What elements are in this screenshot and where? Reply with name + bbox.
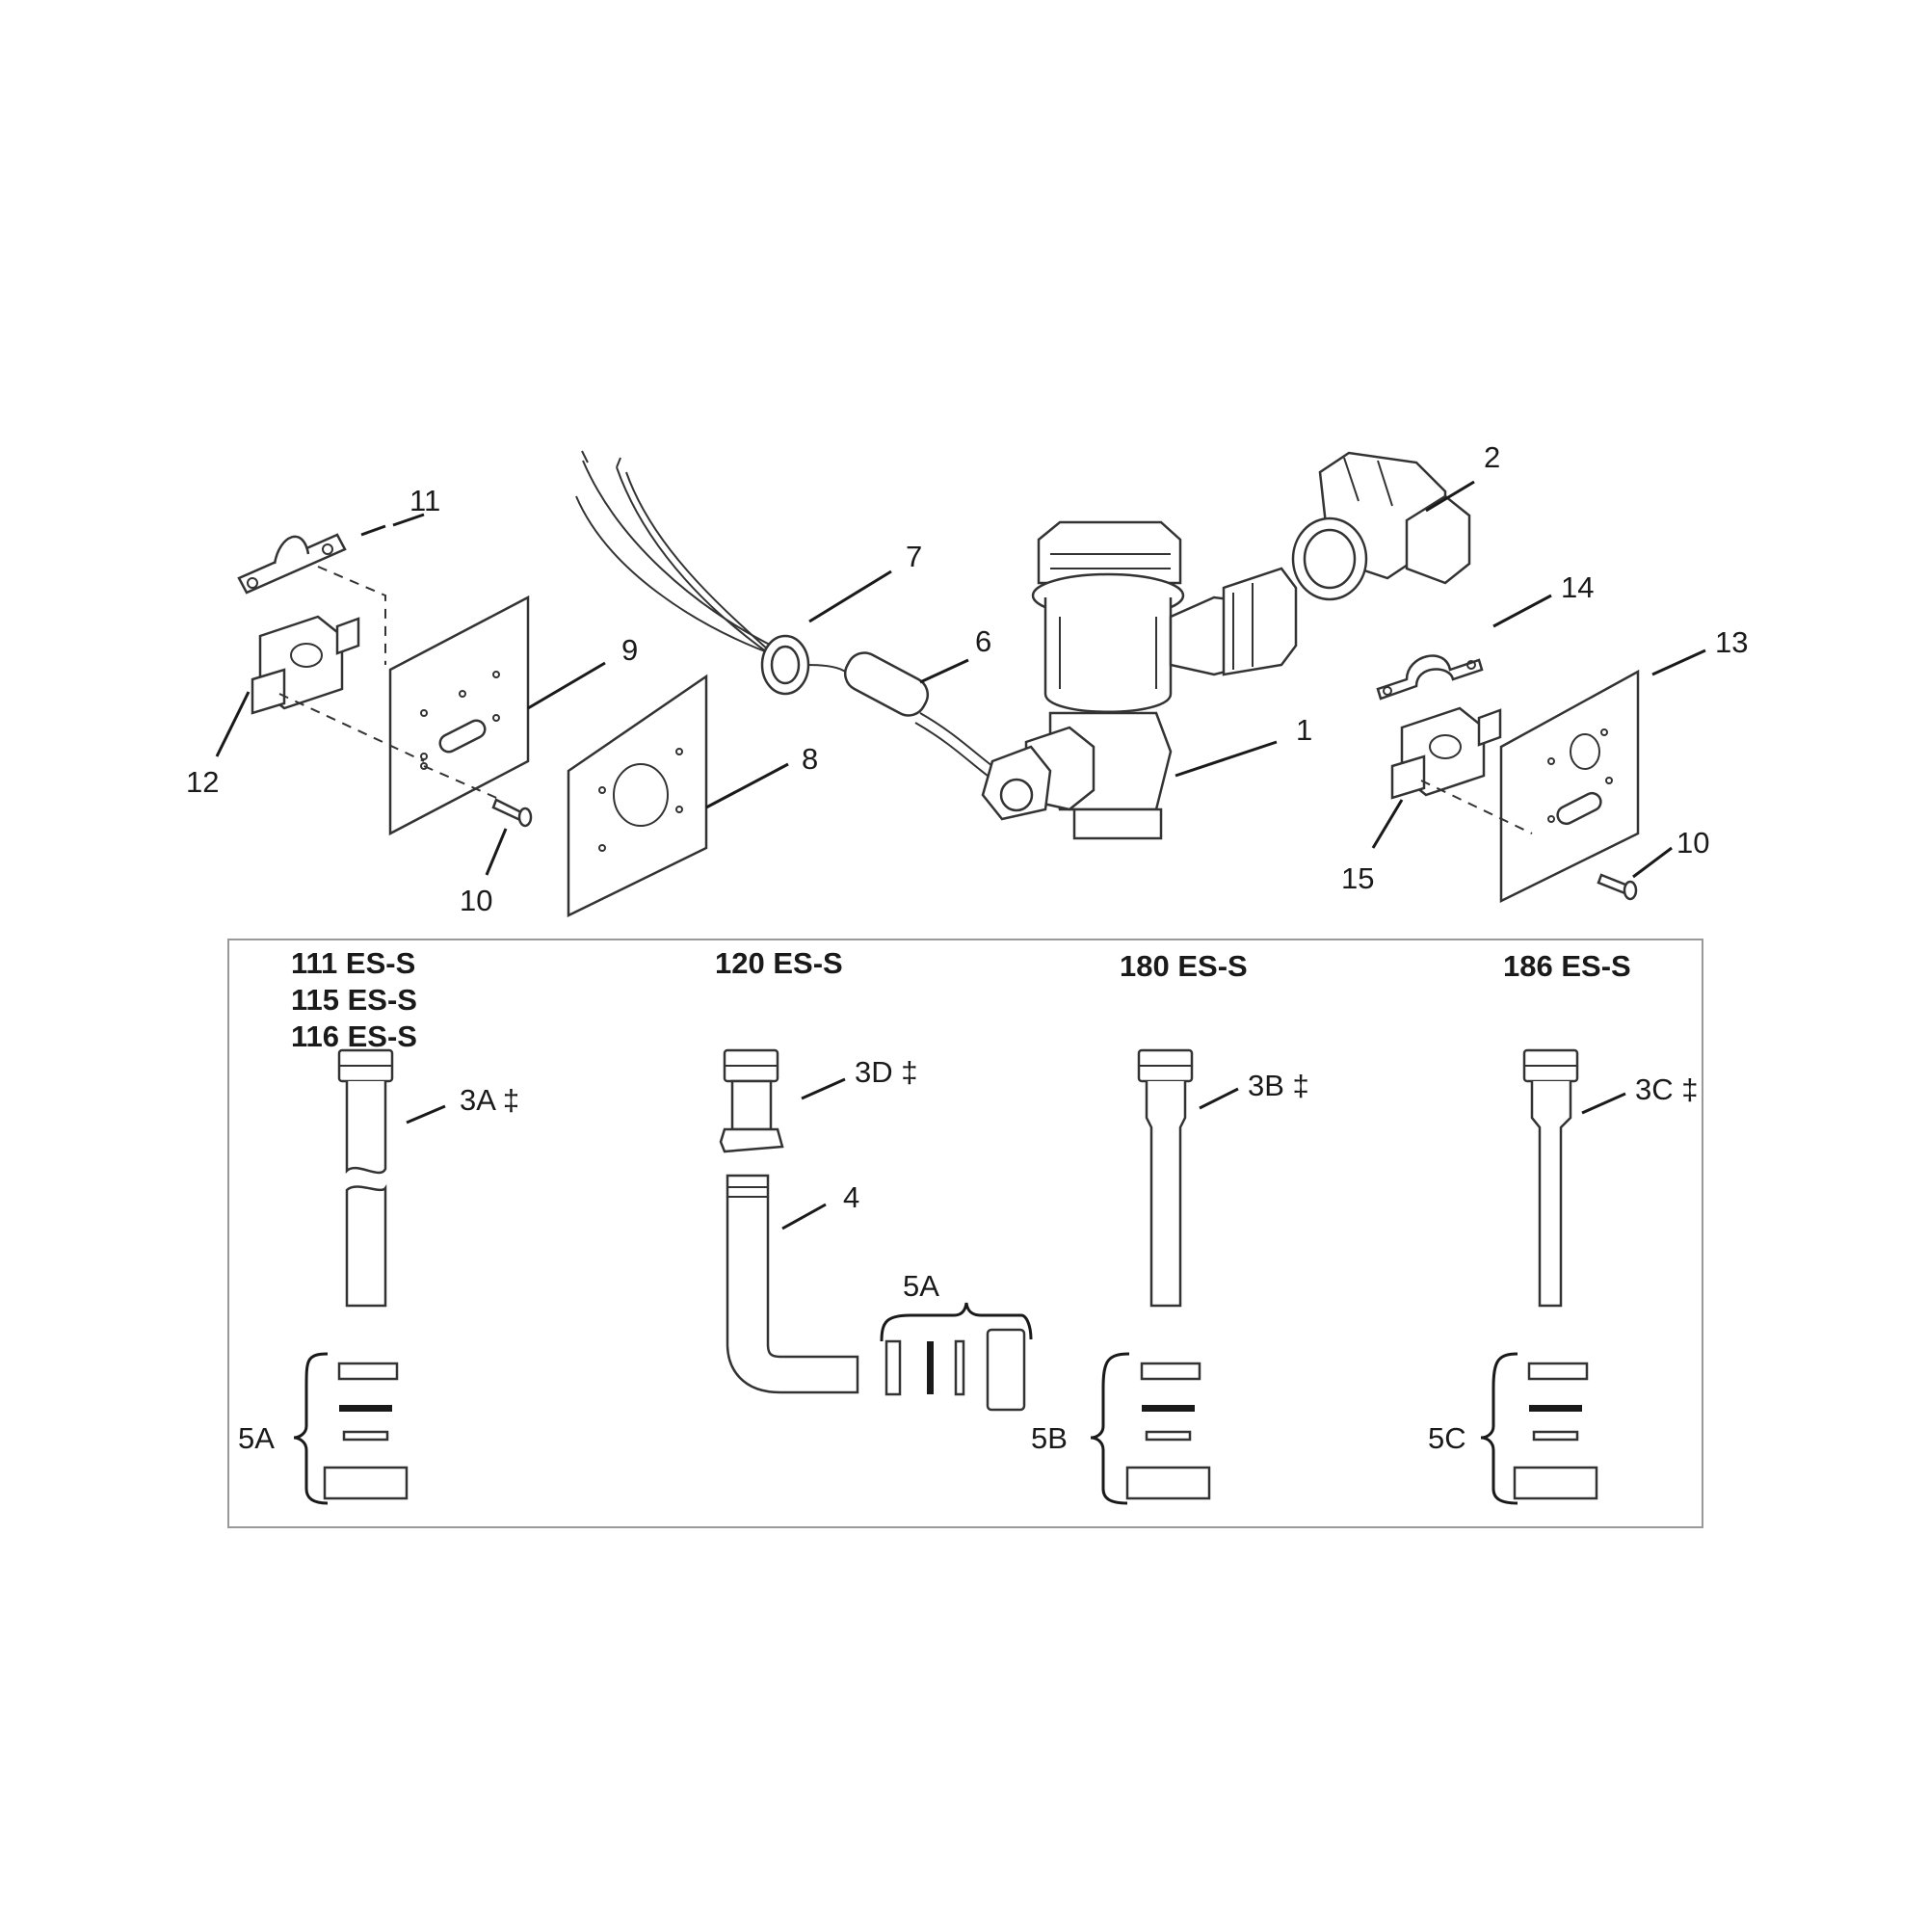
model-180-es-s: 180 ES-S: [1120, 949, 1248, 983]
callout-11: 11: [409, 484, 440, 517]
wire-bundle: [575, 450, 791, 671]
solenoid-cable-part-6: [806, 651, 993, 777]
callout-5c: 5C: [1428, 1421, 1466, 1455]
leader-3c: [1581, 1092, 1626, 1115]
kit-5b: [1090, 1352, 1211, 1505]
bracket-part-11: [237, 533, 347, 595]
switch-box-part-12: [251, 615, 360, 715]
callout-3d: 3D ‡: [855, 1055, 917, 1089]
leader-3a: [406, 1104, 446, 1125]
callout-4: 4: [843, 1180, 859, 1214]
callout-1: 1: [1296, 713, 1312, 747]
callout-3c: 3C ‡: [1635, 1072, 1698, 1106]
callout-3b: 3B ‡: [1248, 1069, 1309, 1102]
callout-12: 12: [186, 765, 219, 799]
leader-3d: [801, 1077, 846, 1100]
callout-2: 2: [1484, 440, 1500, 474]
screw-part-10-right: [1597, 873, 1638, 901]
leader-3b: [1199, 1087, 1239, 1110]
wall-plate-part-9: [388, 595, 530, 836]
flush-tube-3a: [337, 1048, 394, 1308]
screw-part-10-left: [491, 798, 533, 828]
callout-9: 9: [621, 633, 638, 667]
model-111-es-s: 111 ES-S: [291, 946, 415, 980]
kit-5a-left: [293, 1352, 409, 1505]
callout-6: 6: [975, 624, 991, 658]
variants-frame: [227, 939, 1703, 1528]
model-116-es-s: 116 ES-S: [291, 1019, 417, 1053]
flush-tube-3c: [1522, 1048, 1579, 1308]
flush-tube-3b: [1137, 1048, 1194, 1308]
callout-8: 8: [802, 742, 818, 776]
callout-5b: 5B: [1031, 1421, 1068, 1455]
pipe-strap-part-14: [1376, 654, 1484, 701]
callout-10-right: 10: [1676, 826, 1709, 860]
callout-5a-left: 5A: [238, 1421, 275, 1455]
gasket-plate-part-8: [567, 674, 708, 918]
stop-valve-part-2: [1291, 451, 1471, 601]
kit-5a-mid: [880, 1302, 1033, 1412]
callout-7: 7: [906, 540, 922, 573]
callout-10-left: 10: [460, 884, 492, 917]
callout-15: 15: [1341, 861, 1374, 895]
flush-valve-part-1: [981, 520, 1298, 840]
wall-plate-part-13: [1499, 669, 1640, 904]
callout-13: 13: [1715, 625, 1748, 659]
coupling-3d: [719, 1048, 784, 1153]
callout-3a: 3A ‡: [460, 1083, 519, 1117]
leader-lines-upper: [215, 480, 1706, 879]
leader-4: [781, 1203, 827, 1231]
kit-5c: [1480, 1352, 1598, 1505]
switch-box-part-15: [1390, 706, 1502, 800]
model-120-es-s: 120 ES-S: [715, 946, 843, 980]
callout-5a-mid: 5A: [903, 1269, 939, 1303]
model-115-es-s: 115 ES-S: [291, 983, 417, 1017]
alignment-lines-left: [278, 566, 502, 801]
model-186-es-s: 186 ES-S: [1503, 949, 1631, 983]
alignment-line-right: [1420, 780, 1533, 834]
elbow-pipe-4: [726, 1174, 859, 1394]
callout-14: 14: [1561, 570, 1594, 604]
grommet-part-7: [760, 634, 810, 696]
